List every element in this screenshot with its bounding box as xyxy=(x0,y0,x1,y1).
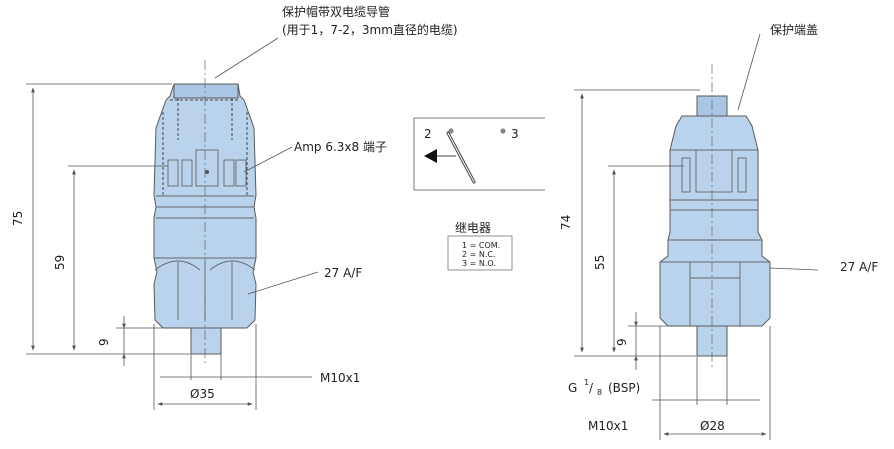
left-thread-dim: 9 xyxy=(97,338,111,346)
left-diameter-label: Ø35 xyxy=(190,387,215,401)
right-switch-drawing: 保护端盖 27 A/F G 1 / 8 (BSP) M10x1 Ø28 74 5… xyxy=(559,23,878,440)
left-terminals xyxy=(167,149,247,187)
right-body-dim: 55 xyxy=(593,255,607,270)
left-terminal-label: Amp 6.3x8 端子 xyxy=(294,140,387,154)
relay-frame xyxy=(413,117,545,191)
left-hex-label: 27 A/F xyxy=(324,266,362,280)
left-thread-label: M10x1 xyxy=(320,371,360,385)
right-switch-body xyxy=(659,115,771,327)
relay-common-arrow xyxy=(424,149,437,163)
right-overall-dim: 74 xyxy=(559,215,573,230)
right-bsp-unit: (BSP) xyxy=(608,381,640,395)
left-cap-cable-note: (用于1，7-2，3mm直径的电缆) xyxy=(282,22,458,37)
right-bsp-numerator: 1 xyxy=(584,378,589,387)
right-bsp-g: G xyxy=(568,381,577,395)
right-thread-dim: 9 xyxy=(615,338,629,346)
relay-pin2-label: 2 xyxy=(424,127,432,141)
right-terminals xyxy=(681,149,747,193)
left-switch-drawing: 保护帽带双电缆导管 (用于1，7-2，3mm直径的电缆) Amp 6.3x8 端… xyxy=(11,4,458,410)
right-bsp-denominator: 8 xyxy=(597,388,602,397)
left-overall-dim: 75 xyxy=(11,211,25,226)
relay-legend-1: 1 = COM. xyxy=(462,241,500,250)
left-cap-cable-label: 保护帽带双电缆导管 xyxy=(282,4,390,19)
right-hex-label: 27 A/F xyxy=(840,260,878,274)
right-thread-label: M10x1 xyxy=(588,419,628,433)
right-hex-nut xyxy=(689,262,741,326)
left-dimensions xyxy=(26,83,312,410)
right-end-cap-label: 保护端盖 xyxy=(770,23,818,37)
right-diameter-label: Ø28 xyxy=(700,419,725,433)
relay-pin-2 xyxy=(448,128,454,134)
relay-pin3-label: 3 xyxy=(511,127,519,141)
relay-legend-3: 3 = N.O. xyxy=(462,259,496,268)
relay-legend-2: 2 = N.C. xyxy=(462,250,496,259)
relay-pin-3 xyxy=(500,128,506,134)
relay-title: 继电器 xyxy=(455,221,491,235)
left-thread-stub xyxy=(190,327,222,355)
relay-legend-box xyxy=(447,235,513,271)
right-dimensions xyxy=(574,89,771,440)
left-cap-top xyxy=(173,83,239,99)
left-body-dim: 59 xyxy=(53,255,67,270)
svg-text:/: / xyxy=(589,381,594,395)
relay-symbol: 2 3 继电器 1 = COM. 2 = N.C. 3 = N.O. xyxy=(413,117,545,271)
